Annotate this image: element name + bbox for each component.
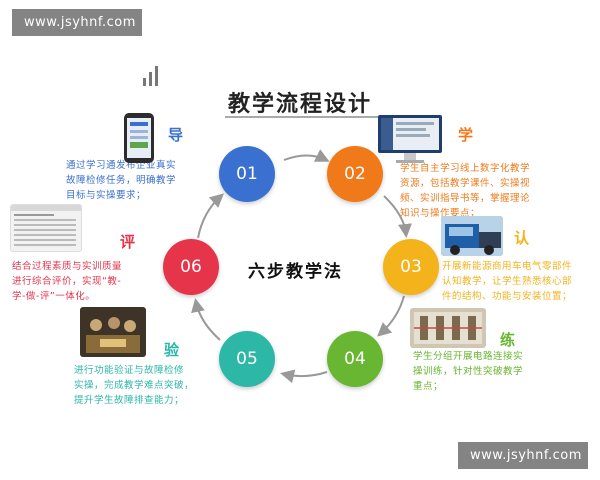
step-desc-04: 学生分组开展电路连接实操训练，针对性突破教学重点； <box>413 351 524 392</box>
arrow-05-06 <box>191 298 221 341</box>
step-label-01: 导 <box>168 126 184 144</box>
step-node-01: 01 <box>219 146 275 202</box>
watermark-top: www.jsyhnf.com <box>12 9 142 36</box>
arrow-03-04 <box>377 295 405 337</box>
monitor-icon <box>376 113 444 165</box>
step-desc-05: 进行功能验证与故障检修实操，完成教学难点突破，提升学生故障排查能力； <box>74 365 195 406</box>
arrow-02-03 <box>383 195 412 238</box>
step-node-03: 03 <box>383 239 439 295</box>
training-board-photo-icon <box>410 308 486 348</box>
phone-screenshot-icon <box>124 113 154 163</box>
evaluation-sheet-icon <box>10 204 82 252</box>
truck-photo-icon <box>441 216 503 256</box>
step-label-03: 认 <box>514 229 530 247</box>
watermark-bottom: www.jsyhnf.com <box>458 442 588 469</box>
step-label-05: 验 <box>164 341 180 359</box>
step-node-05: 05 <box>219 331 275 387</box>
step-desc-01: 通过学习通发布企业真实故障检修任务，明确教学目标与实操要求； <box>66 160 177 201</box>
step-label-06: 评 <box>120 233 136 251</box>
arrow-06-01 <box>197 193 224 239</box>
arrow-01-02 <box>283 149 330 162</box>
page-title: 教学流程设计 <box>227 92 372 117</box>
step-node-06: 06 <box>163 239 219 295</box>
center-label: 六步教学法 <box>248 262 343 282</box>
step-node-02: 02 <box>327 146 383 202</box>
step-node-04: 04 <box>327 331 383 387</box>
arrow-04-05 <box>280 369 328 384</box>
lab-photo-icon <box>80 307 146 357</box>
step-label-04: 练 <box>500 331 516 349</box>
step-desc-03: 开展新能源商用车电气零部件认知教学，让学生熟悉核心部件的结构、功能与安装位置； <box>442 261 573 302</box>
step-desc-06: 结合过程素质与实训质量进行综合评价，实现“教-学-做-评”一体化。 <box>12 261 123 302</box>
step-label-02: 学 <box>458 126 474 144</box>
step-desc-02: 学生自主学习线上数字化教学资源，包括教学课件、实操视频、实训指导书等，掌握理论知… <box>400 163 531 219</box>
title-divider <box>225 116 385 118</box>
